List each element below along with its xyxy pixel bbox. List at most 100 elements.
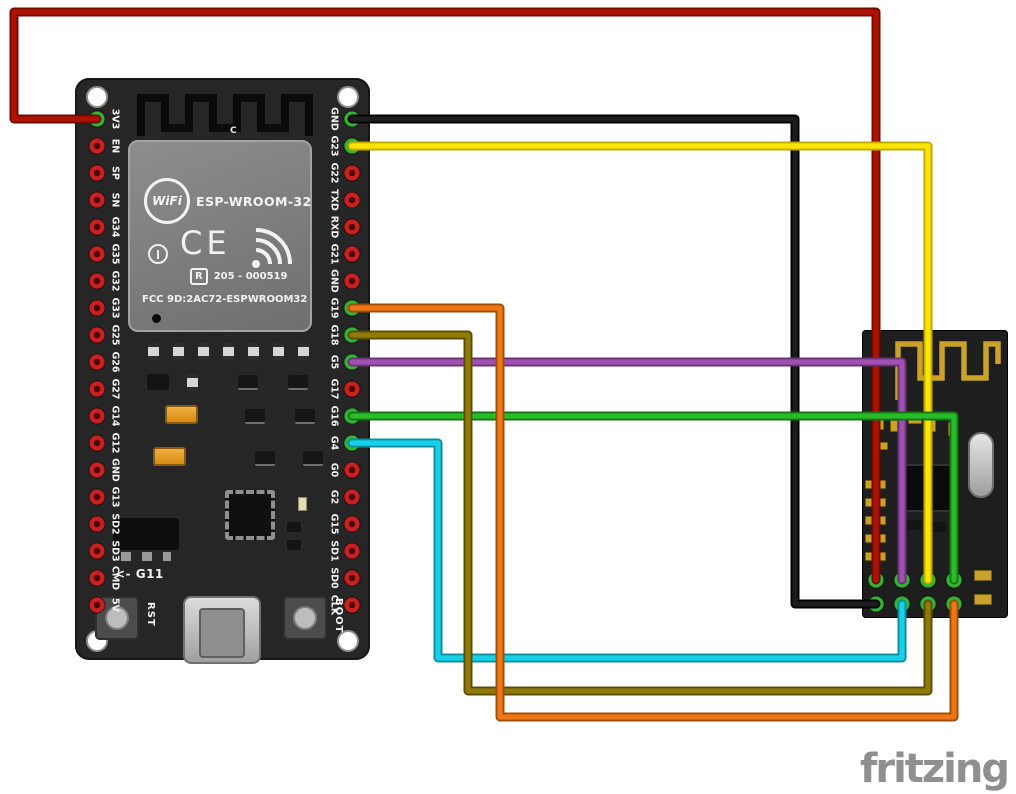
esp32-pin-en[interactable] <box>88 137 106 155</box>
mounting-hole <box>337 86 359 108</box>
mounting-hole <box>86 86 108 108</box>
esp32-pin-clk[interactable] <box>343 596 361 614</box>
rst-button-cap <box>105 606 129 630</box>
esp32-pin-label: G35 <box>110 243 121 264</box>
esp32-pin-sd3[interactable] <box>88 542 106 560</box>
wire-olive-g18[interactable] <box>347 330 933 696</box>
esp32-pin-g17[interactable] <box>343 380 361 398</box>
esp32-pin-g15[interactable] <box>343 515 361 533</box>
smd-component <box>902 520 922 530</box>
smd-component <box>273 343 284 360</box>
esp32-pin-label: 5V <box>110 598 121 613</box>
esp32-pin-g13[interactable] <box>88 488 106 506</box>
boot-label: BOOT <box>333 598 344 634</box>
wifi-signal-icon <box>252 228 292 268</box>
esp32-metal-shield: WiFi ESP-WROOM-32 CE R 205 - 000519 FCC … <box>128 140 312 332</box>
esp32-pin-g26[interactable] <box>88 353 106 371</box>
cert-row: R 205 - 000519 <box>190 268 287 285</box>
esp32-pin-sp[interactable] <box>88 164 106 182</box>
esp32-pin-label: 3V3 <box>110 109 121 130</box>
esp32-pin-label: G33 <box>110 297 121 318</box>
smd-component <box>223 343 234 360</box>
nrf24l01-module[interactable] <box>862 330 1008 618</box>
wire-green-g16[interactable] <box>347 411 959 585</box>
smd-component <box>198 343 209 360</box>
esp32-pin-g25[interactable] <box>88 326 106 344</box>
wire-cyan-g4[interactable] <box>347 438 907 663</box>
cert-mark-icon <box>148 244 168 264</box>
esp32-pin-g0[interactable] <box>343 461 361 479</box>
esp32-pin-txd[interactable] <box>343 191 361 209</box>
esp32-pin-label: G4 <box>329 436 340 451</box>
wire-yellow-g23[interactable] <box>347 141 933 585</box>
esp32-pin-gnd[interactable] <box>88 461 106 479</box>
nrf-antenna-trace <box>895 341 1001 400</box>
smd-component <box>287 540 301 550</box>
esp32-pin-label: G32 <box>110 270 121 291</box>
esp32-pin-rxd[interactable] <box>343 218 361 236</box>
pcb-antenna <box>137 94 313 136</box>
esp32-pin-label: G22 <box>329 162 340 183</box>
esp32-pin-g27[interactable] <box>88 380 106 398</box>
esp32-pin-g35[interactable] <box>88 245 106 263</box>
esp32-pin-label: GND <box>110 458 121 482</box>
esp32-pin-label: GND <box>329 269 340 293</box>
esp32-pin-label: GND <box>329 107 340 131</box>
esp32-pin-label: CMD <box>110 566 121 590</box>
esp32-pin-label: G13 <box>110 486 121 507</box>
transistor <box>238 375 258 390</box>
esp32-pin-g33[interactable] <box>88 299 106 317</box>
smd-component <box>298 343 309 360</box>
esp32-pin-label: SD2 <box>110 513 121 534</box>
esp32-pin-label: RXD <box>329 216 340 239</box>
smd-component <box>148 343 159 360</box>
esp32-pin-label: SP <box>110 166 121 180</box>
esp32-pin-5v[interactable] <box>88 596 106 614</box>
esp32-pin-label: G15 <box>329 513 340 534</box>
esp32-pin-label: G26 <box>110 351 121 372</box>
boot-button[interactable] <box>283 596 327 640</box>
esp32-pin-label: G5 <box>329 355 340 369</box>
regulator-legs <box>121 552 171 561</box>
esp32-pin-g22[interactable] <box>343 164 361 182</box>
esp32-pin-sn[interactable] <box>88 191 106 209</box>
esp32-pin-label: SD3 <box>110 540 121 561</box>
smd-component <box>932 522 946 532</box>
esp32-pin-label: SD0 <box>329 567 340 589</box>
esp32-devkit-board[interactable]: C WiFi ESP-WROOM-32 CE R 205 - 000519 FC… <box>75 78 370 664</box>
esp32-pin-label: SN <box>110 193 121 208</box>
esp32-pin-label: G19 <box>329 297 340 318</box>
transistor <box>288 375 308 390</box>
esp32-pin-label: TXD <box>329 189 340 211</box>
shield-dot <box>152 314 161 323</box>
wire-orange-g19[interactable] <box>347 303 959 722</box>
esp32-pin-sd1[interactable] <box>343 542 361 560</box>
esp32-pin-sd2[interactable] <box>88 515 106 533</box>
ce-mark: CE <box>180 224 231 262</box>
esp32-pin-cmd[interactable] <box>88 569 106 587</box>
transistor <box>245 409 265 424</box>
esp32-pin-gnd[interactable] <box>343 272 361 290</box>
esp32-pin-label: G25 <box>110 324 121 345</box>
micro-usb-connector <box>183 596 261 664</box>
esp32-pin-g2[interactable] <box>343 488 361 506</box>
smd-component <box>187 374 198 391</box>
wire-purple-g5[interactable] <box>347 357 907 585</box>
esp32-pin-g32[interactable] <box>88 272 106 290</box>
smd-ic <box>147 374 169 390</box>
smd-component <box>248 343 259 360</box>
esp32-pin-g12[interactable] <box>88 434 106 452</box>
esp32-pin-g14[interactable] <box>88 407 106 425</box>
esp32-pin-g21[interactable] <box>343 245 361 263</box>
transistor <box>255 451 275 466</box>
esp32-pin-g34[interactable] <box>88 218 106 236</box>
mounting-hole <box>337 630 359 652</box>
esp32-pin-sd0[interactable] <box>343 569 361 587</box>
led <box>298 497 307 511</box>
wire-red-3v3[interactable] <box>9 7 881 585</box>
esp32-pin-label: SD1 <box>329 540 340 561</box>
esp32-pin-label: G0 <box>329 463 340 478</box>
esp32-pin-label: EN <box>110 139 121 153</box>
module-name: ESP-WROOM-32 <box>196 194 312 209</box>
